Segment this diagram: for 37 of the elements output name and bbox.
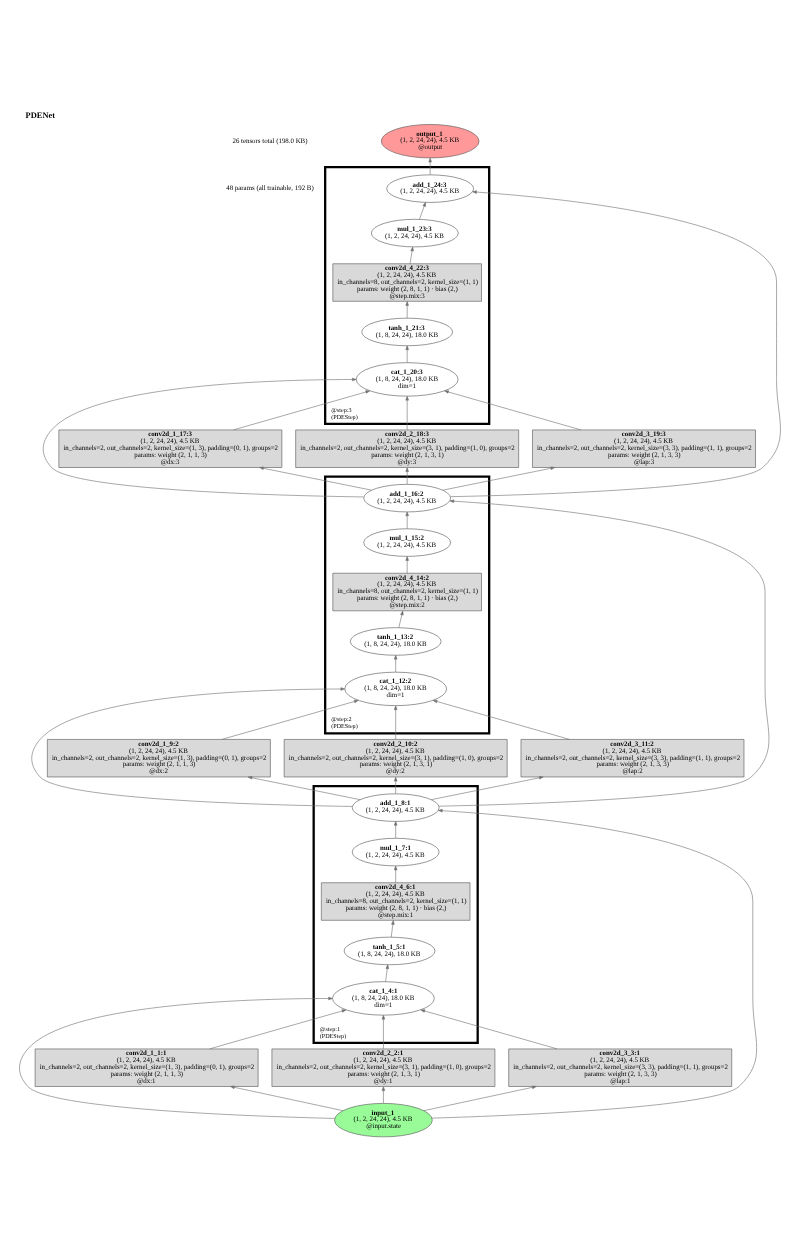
arrow xyxy=(431,808,757,1118)
arrow xyxy=(381,1085,386,1103)
arrow xyxy=(432,698,570,739)
arrow xyxy=(405,395,409,430)
arrow xyxy=(394,704,398,739)
arrow xyxy=(405,510,409,528)
arrow xyxy=(385,963,389,981)
arrow xyxy=(381,1014,386,1049)
arrow xyxy=(31,686,353,806)
arrow xyxy=(394,654,398,672)
arrow xyxy=(19,995,336,1118)
arrow xyxy=(438,498,770,806)
arrow xyxy=(442,465,555,490)
arrow xyxy=(409,245,414,263)
arrow xyxy=(394,775,398,794)
arrow xyxy=(423,1084,537,1110)
arrow xyxy=(405,300,409,318)
arrow xyxy=(230,1084,344,1110)
arrow xyxy=(444,389,582,430)
arrow xyxy=(450,189,781,496)
arrow xyxy=(247,775,361,799)
arrow xyxy=(419,201,426,219)
arrow xyxy=(405,466,409,484)
arrow xyxy=(233,389,370,430)
arrow xyxy=(431,775,544,799)
arrow xyxy=(420,1008,558,1049)
arrow xyxy=(405,555,409,573)
arrow xyxy=(209,1008,347,1049)
arrow xyxy=(259,465,372,490)
arrow xyxy=(394,820,398,838)
arrow xyxy=(390,919,395,937)
arrow xyxy=(394,864,398,882)
arrow xyxy=(221,698,359,739)
arrow xyxy=(428,156,432,175)
arrow xyxy=(405,344,409,362)
arrow xyxy=(42,376,364,497)
arrow xyxy=(398,609,404,627)
